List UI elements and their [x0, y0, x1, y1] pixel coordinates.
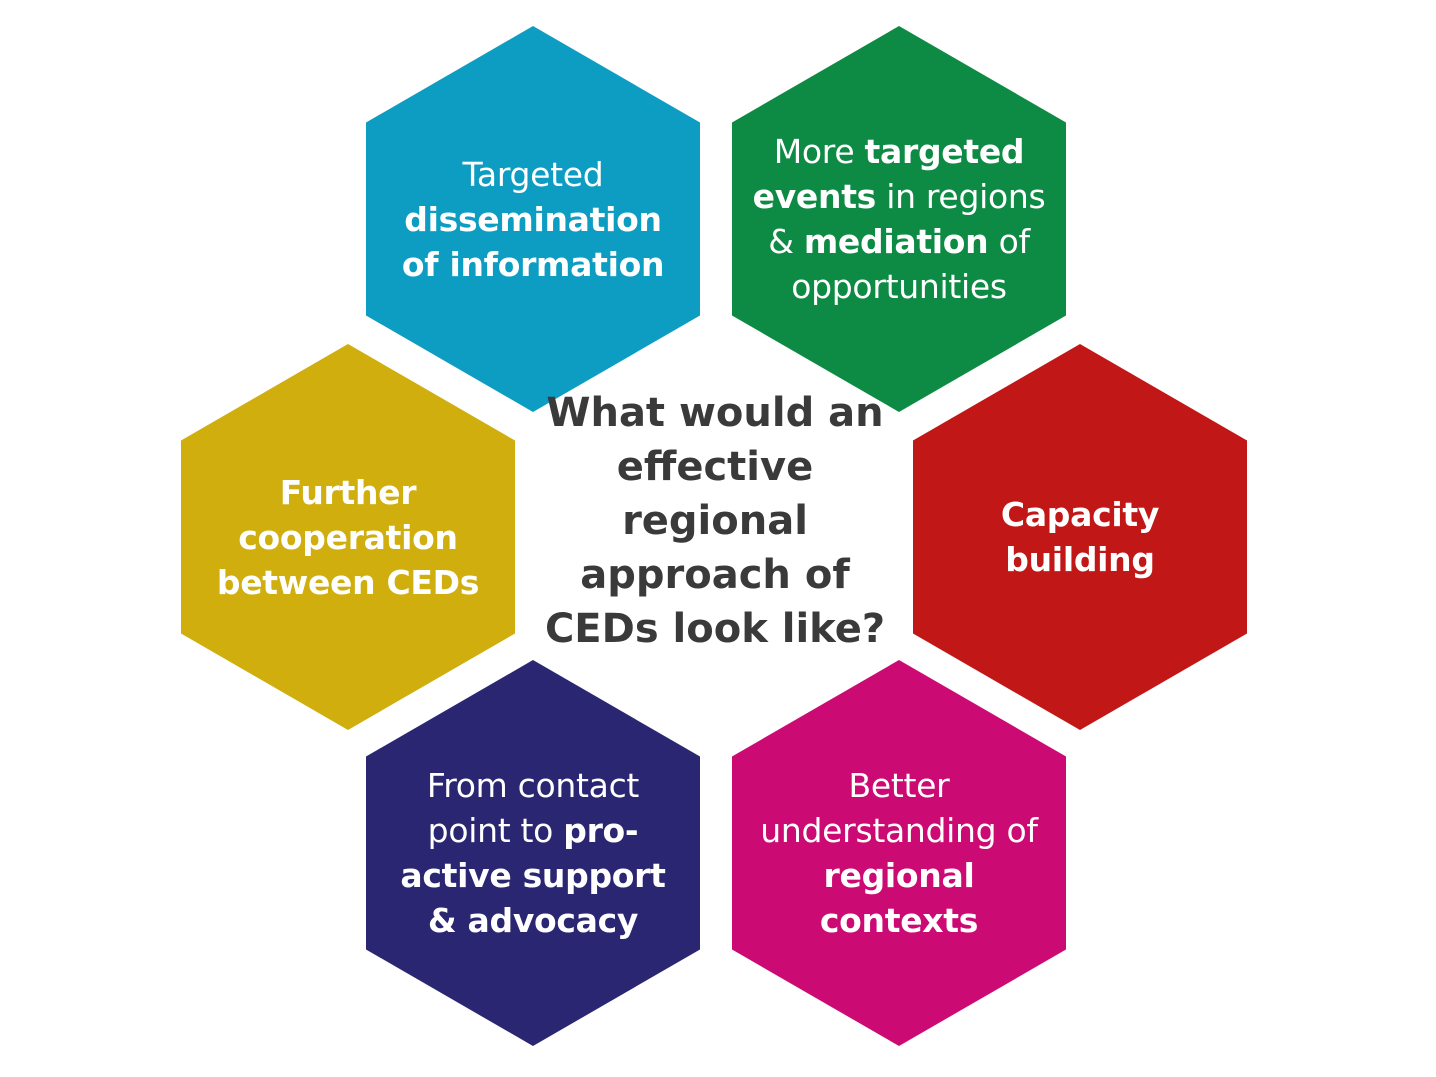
hexagon-mid-right: Capacity building [913, 344, 1247, 730]
hexagon-mid-right-text: Capacity building [913, 492, 1247, 582]
hexagon-text-part: of opportunities [791, 222, 1030, 306]
hexagon-top-right: More targeted events in regions & mediat… [732, 26, 1066, 412]
hexagon-top-right-text: More targeted events in regions & mediat… [732, 129, 1066, 309]
center-question: What would an effective regional approac… [544, 390, 886, 652]
hexagon-text-part: Further cooperation between CEDs [216, 472, 480, 602]
hexagon-bottom-right-text: Better understanding of regional context… [732, 763, 1066, 943]
hexagon-bottom-left: From contact point to pro-active support… [366, 660, 700, 1046]
hexagon-mid-left: Further cooperation between CEDs [181, 344, 515, 730]
hexagon-text-part: in regions & [768, 177, 1046, 261]
hexagon-top-left: Targeted dissemination of information [366, 26, 700, 412]
hexagon-mid-left-text: Further cooperation between CEDs [181, 470, 515, 605]
hexagon-text-part: mediation [803, 222, 989, 261]
hexagon-text-part: From contact point to [426, 766, 640, 850]
hexagon-text-part: More [773, 132, 865, 171]
hexagon-text-part: Better understanding of [760, 766, 1038, 850]
hexagon-text-part: Capacity building [1000, 495, 1160, 579]
hexagon-text-part: Targeted [462, 154, 604, 194]
hexagon-text-part: dissemination of information [401, 199, 665, 284]
hexagon-text-part: regional contexts [819, 856, 979, 940]
hexagon-text-part: targeted events [752, 132, 1025, 216]
hexagon-top-left-text: Targeted dissemination of information [366, 152, 700, 287]
hexagon-bottom-right: Better understanding of regional context… [732, 660, 1066, 1046]
hexagon-bottom-left-text: From contact point to pro-active support… [366, 763, 700, 943]
hexagon-text-part: pro-active support & advocacy [400, 811, 666, 940]
